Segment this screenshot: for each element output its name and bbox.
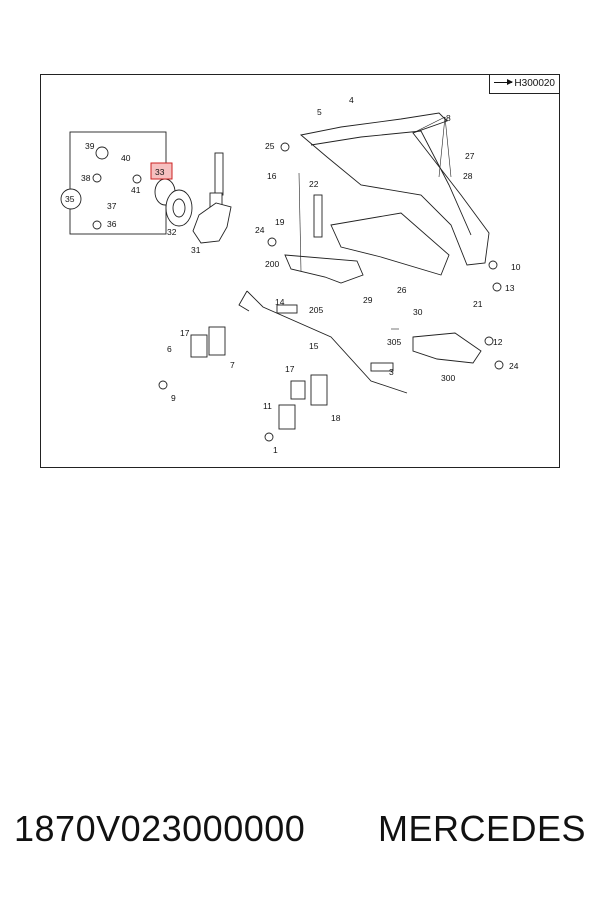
callout-11: 11 <box>263 401 272 411</box>
stabilizer-end <box>238 290 250 312</box>
callout-5: 5 <box>317 107 322 117</box>
clamp-11 <box>278 404 296 430</box>
callout-21: 21 <box>473 299 483 309</box>
callout-25: 25 <box>265 141 275 151</box>
nut-36 <box>92 220 102 230</box>
clamp-18 <box>310 374 328 406</box>
crossbar <box>330 212 450 276</box>
callout-32: 32 <box>167 227 177 237</box>
callout-36: 36 <box>107 219 117 229</box>
washer-39 <box>95 146 109 160</box>
link-14 <box>276 304 298 314</box>
nut-41 <box>132 174 142 184</box>
callout-205: 205 <box>309 305 323 315</box>
callout-3: 3 <box>389 367 394 377</box>
bushing-17 <box>290 380 306 400</box>
control-arm <box>284 254 364 284</box>
nut-13 <box>492 282 502 292</box>
callout-14: 14 <box>275 297 285 307</box>
subframe <box>299 112 490 266</box>
callout-4: 4 <box>349 95 354 105</box>
callout-12: 12 <box>493 337 503 347</box>
highlight-box-33 <box>150 162 173 180</box>
stabilizer-bar <box>246 290 408 394</box>
callout-19: 19 <box>275 217 285 227</box>
reference-code-box: H300020 <box>489 75 559 94</box>
nut-24a <box>267 237 277 247</box>
callout-26: 26 <box>397 285 407 295</box>
callout-22: 22 <box>309 179 319 189</box>
callout-27: 27 <box>465 151 475 161</box>
nut-1 <box>264 432 274 442</box>
nut-9 <box>158 380 168 390</box>
nut-12 <box>484 336 494 346</box>
callout-200: 200 <box>265 259 279 269</box>
shock-rod <box>214 152 224 196</box>
nut-38 <box>92 173 102 183</box>
callout-305: 305 <box>387 337 401 347</box>
knuckle <box>192 202 232 244</box>
callout-37: 37 <box>107 201 117 211</box>
callout-24-top: 24 <box>255 225 265 235</box>
callout-40: 40 <box>121 153 131 163</box>
callout-24-right: 24 <box>509 361 519 371</box>
link-rod <box>313 194 323 238</box>
lower-arm <box>412 332 482 364</box>
brand-name: MERCEDES <box>378 808 587 849</box>
callout-8: 8 <box>446 113 451 123</box>
callout-6: 6 <box>167 344 172 354</box>
arrow-right-icon <box>494 79 514 85</box>
callout-30: 30 <box>413 307 423 317</box>
nut-25 <box>280 142 290 152</box>
callout-16: 16 <box>267 171 277 181</box>
part-number: 1870V023000000 <box>14 808 306 849</box>
nut-24b <box>494 360 504 370</box>
link-3 <box>370 362 394 372</box>
callout-17-left: 17 <box>180 328 190 338</box>
callout-28: 28 <box>463 171 473 181</box>
callout-300: 300 <box>441 373 455 383</box>
subframe-edge <box>310 130 472 236</box>
nut-10 <box>488 260 498 270</box>
callout-13: 13 <box>505 283 515 293</box>
strut-mount <box>165 189 193 227</box>
bushing-6 <box>190 334 208 358</box>
callout-39: 39 <box>85 141 95 151</box>
callout-10: 10 <box>511 262 521 272</box>
footer: 1870V023000000 MERCEDES <box>0 808 600 858</box>
clamp-7 <box>208 326 226 356</box>
exploded-suspension-diagram: 33 4 5 8 27 28 25 16 22 24 19 200 39 40 … <box>60 95 521 455</box>
callout-18: 18 <box>331 413 341 423</box>
circle-35 <box>60 188 82 210</box>
parts-diagram-frame: H300020 <box>40 74 560 468</box>
callout-41: 41 <box>131 185 141 195</box>
callout-33: 33 <box>155 167 165 177</box>
callout-35: 35 <box>65 194 75 204</box>
callout-29: 29 <box>363 295 373 305</box>
reference-code: H300020 <box>514 78 555 89</box>
callout-9: 9 <box>171 393 176 403</box>
callout-15: 15 <box>309 341 319 351</box>
strut-mount-inner <box>172 198 186 218</box>
callout-38: 38 <box>81 173 91 183</box>
callout-7: 7 <box>230 360 235 370</box>
callout-17-bottom: 17 <box>285 364 295 374</box>
callout-31: 31 <box>191 245 201 255</box>
callout-1: 1 <box>273 445 278 455</box>
